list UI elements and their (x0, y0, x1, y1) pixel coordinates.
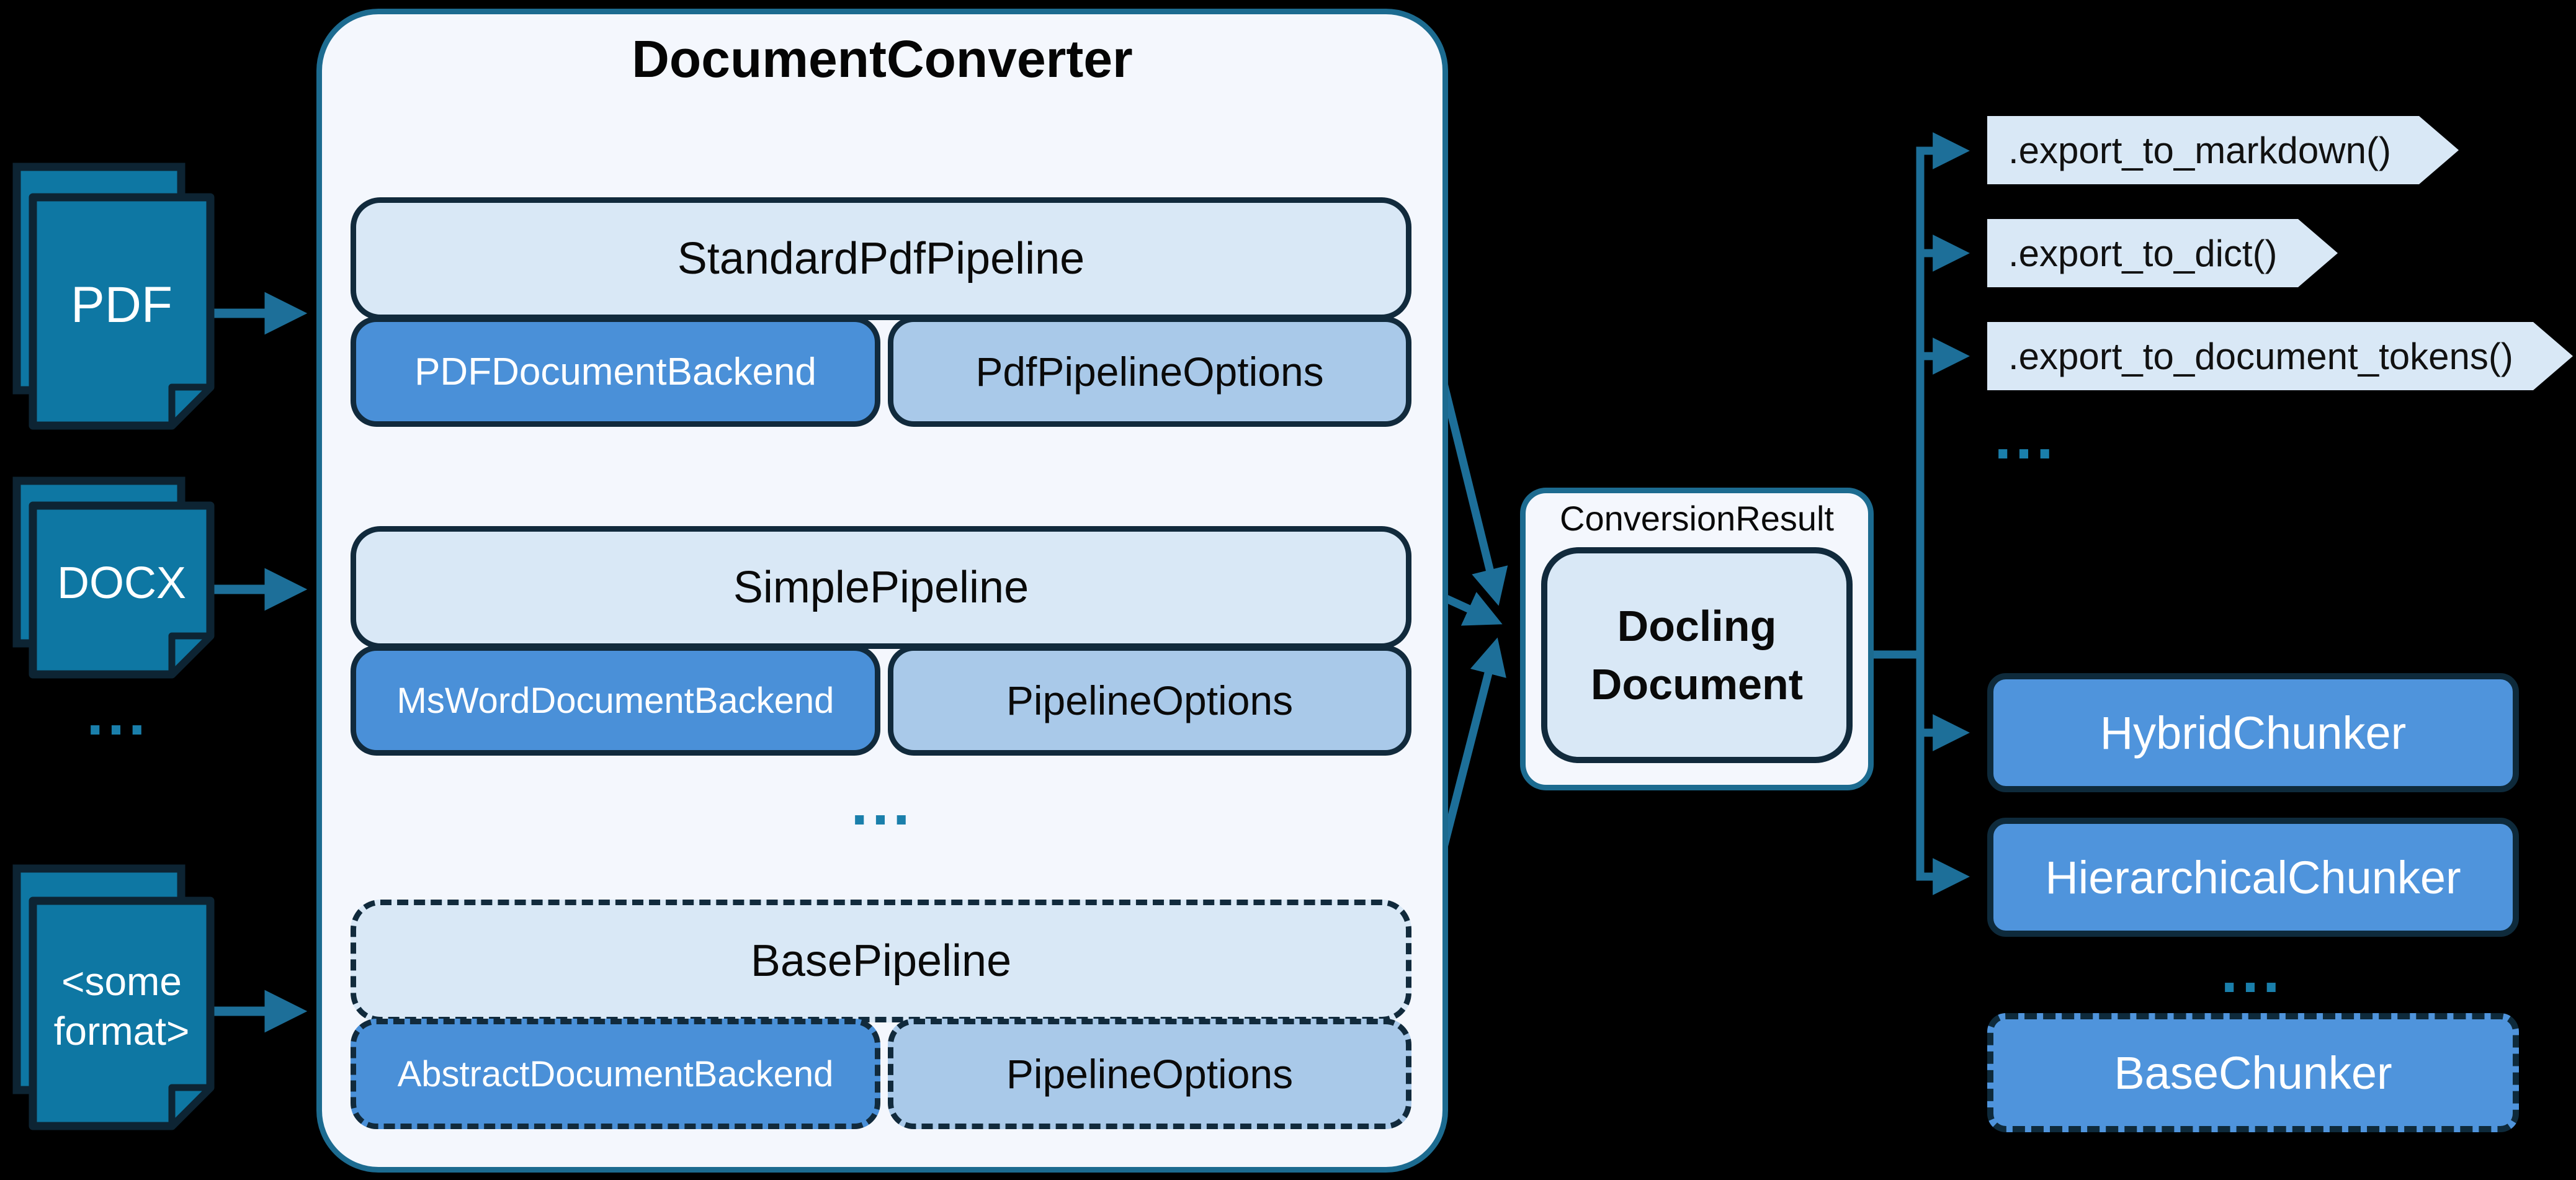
export-to-document-tokens-tag: .export_to_document_tokens() (1987, 322, 2573, 390)
export-to-markdown-tag: .export_to_markdown() (1987, 116, 2459, 184)
document-converter-title: DocumentConverter (632, 29, 1133, 88)
docling-document-box: Docling Document (1541, 547, 1853, 763)
standard-pdf-pipeline-box: StandardPdfPipeline (351, 197, 1411, 320)
some-format-input-label: <some format> (53, 959, 190, 1053)
trunk-with-top-bottom-branches (1916, 132, 1970, 895)
pipelines-ellipsis: ... (851, 769, 914, 838)
pdf-pipeline-options-box: PdfPipelineOptions (888, 316, 1411, 427)
docx-input-label: DOCX (56, 558, 187, 608)
pdf-input-label: PDF (71, 276, 172, 333)
chunkers-ellipsis: ... (2220, 936, 2284, 1006)
base-pipeline-options-box: PipelineOptions (888, 1019, 1411, 1129)
export-to-dict-tag: .export_to_dict() (1987, 219, 2338, 287)
docx-document-icon (12, 476, 215, 679)
pdf-document-icon (12, 163, 215, 430)
hybrid-chunker-box: HybridChunker (1987, 673, 2519, 792)
msword-document-backend-box: MsWordDocumentBackend (351, 645, 880, 756)
pipeline-options-box: PipelineOptions (888, 645, 1411, 756)
some-format-document-icon (12, 864, 215, 1130)
hierarchical-chunker-box: HierarchicalChunker (1987, 818, 2519, 937)
base-chunker-box: BaseChunker (1987, 1013, 2519, 1132)
base-pipeline-box: BasePipeline (351, 900, 1411, 1022)
exports-ellipsis: ... (1994, 403, 2057, 472)
pdf-document-backend-box: PDFDocumentBackend (351, 316, 880, 427)
inputs-ellipsis: ... (86, 679, 150, 748)
simple-pipeline-box: SimplePipeline (351, 526, 1411, 649)
abstract-document-backend-box: AbstractDocumentBackend (351, 1019, 880, 1129)
conversion-result-label: ConversionResult (1560, 498, 1834, 538)
